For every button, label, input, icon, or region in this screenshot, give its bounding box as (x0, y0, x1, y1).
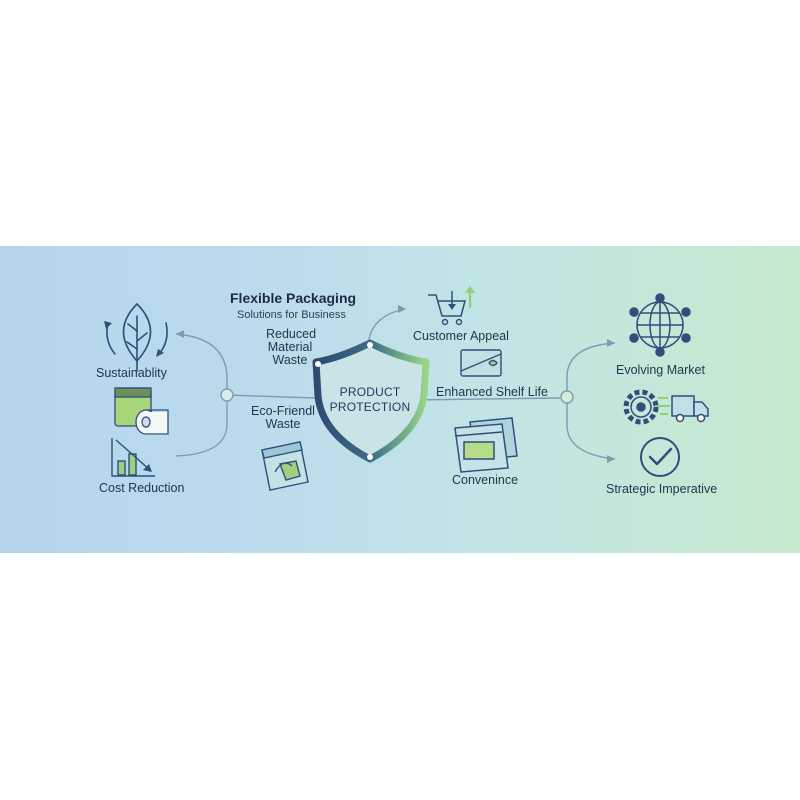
checkmark-circle-icon (640, 437, 680, 477)
eco-friendly-line-1: Eco-Friendl (251, 404, 315, 418)
diagram-subtitle: Solutions for Business (237, 309, 346, 321)
right-node (560, 390, 574, 404)
eco-friendly-line-2: Waste (265, 417, 301, 431)
shield-label-line-1: PRODUCT (339, 385, 401, 399)
evolving-market-label: Evolving Market (616, 363, 705, 377)
leaf-icon (104, 302, 168, 372)
cost-reduction-label: Cost Reduction (99, 481, 185, 495)
global-network-icon (629, 293, 691, 357)
shopping-cart-icon (428, 286, 475, 326)
eco-bag-icon (261, 441, 309, 491)
declining-chart-icon (111, 438, 155, 477)
left-node (220, 388, 234, 402)
customer-appeal-label: Customer Appeal (413, 329, 509, 343)
diagram-art (104, 286, 709, 491)
shield-icon (312, 339, 430, 463)
packaging-infographic: Flexible Packaging Solutions for Busines… (0, 246, 800, 553)
packaging-roll-icon (114, 387, 169, 435)
reduced-waste-line-2: Material (267, 340, 313, 354)
pouch-icon (454, 417, 518, 473)
shield-label-line-2: PROTECTION (329, 400, 411, 414)
diagram-title: Flexible Packaging (230, 290, 357, 306)
reduced-waste-line-1: Reduced (266, 327, 317, 341)
strategic-imperative-label: Strategic Imperative (606, 482, 718, 496)
shelf-life-package-icon (460, 349, 502, 377)
right-connector (566, 339, 616, 463)
convenience-label: Convenince (452, 473, 519, 487)
enhanced-shelf-life-label: Enhanced Shelf Life (436, 385, 548, 399)
sustainability-label: Sustainablity (96, 366, 167, 380)
reduced-waste-line-3: Waste (272, 353, 308, 367)
gear-truck-icon (623, 389, 709, 425)
